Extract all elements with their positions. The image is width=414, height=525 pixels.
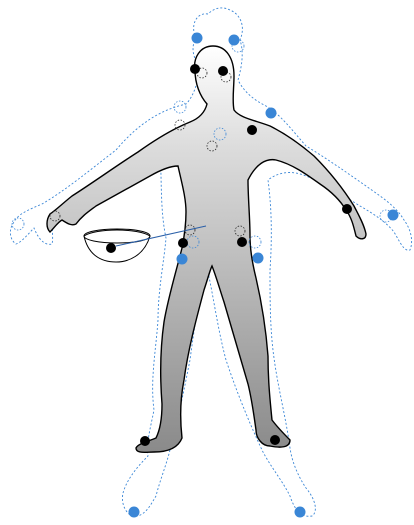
ghost-landmark-right-hip [177,254,188,265]
landmark-right-ankle [140,436,150,446]
landmark-head-right [218,66,228,76]
ghost-landmark-left-hip [253,253,264,264]
landmark-bowl-center [106,243,116,253]
landmark-left-hip [237,237,247,247]
hollow-ghost-landmark-right-hand [12,218,24,230]
landmark-left-wrist [342,204,352,214]
landmark-left-shoulder [247,125,257,135]
landmark-left-ankle [270,435,280,445]
hollow-ghost-landmark-neck [174,101,186,113]
ghost-landmark-left-wrist [388,210,399,221]
ghost-landmark-shoulder [266,108,277,119]
landmark-head-left [190,64,200,74]
ghost-landmark-left-foot [295,507,306,518]
ghost-landmark-head-right [229,35,240,46]
landmark-right-hip [178,238,188,248]
ghost-landmark-head-left [192,33,203,44]
ghost-landmark-right-foot [129,507,140,518]
